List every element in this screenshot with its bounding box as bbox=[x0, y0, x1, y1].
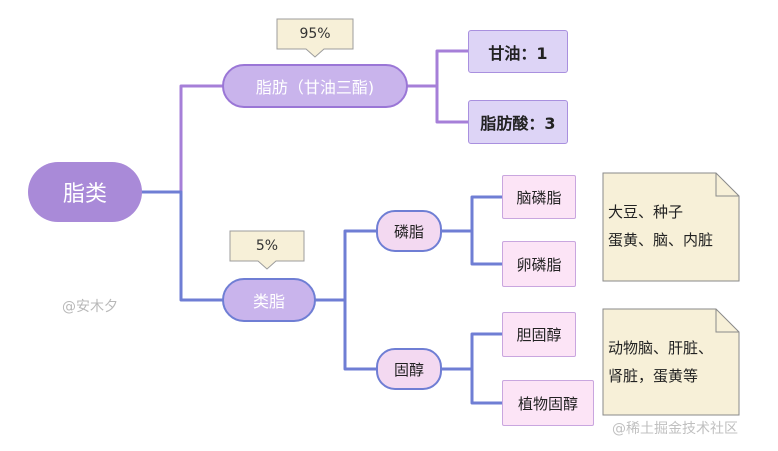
sterol-note-text: 动物脑、肝脏、 肾脏，蛋黄等 bbox=[608, 334, 732, 390]
phytosterol-label: 植物固醇 bbox=[517, 394, 578, 413]
callout-shape bbox=[276, 18, 354, 58]
sterol-note-line: 动物脑、肝脏、 bbox=[608, 339, 714, 357]
sterol-node[interactable]: 固醇 bbox=[376, 348, 442, 390]
note-shape bbox=[602, 308, 740, 416]
connector-sterol-phytosterol bbox=[440, 367, 504, 405]
phytosterol-node[interactable]: 植物固醇 bbox=[502, 380, 594, 426]
cephalin-label: 脑磷脂 bbox=[516, 188, 562, 207]
connector-phospho-lecithin bbox=[440, 229, 504, 266]
connector-root-fat bbox=[140, 84, 224, 194]
lipid-label: 类脂 bbox=[252, 292, 285, 311]
connector-fat-glycerol bbox=[406, 49, 470, 88]
lipid-percentage-callout: 5% bbox=[229, 230, 305, 270]
root-label: 脂类 bbox=[62, 182, 107, 207]
lecithin-node[interactable]: 卵磷脂 bbox=[502, 241, 576, 287]
lipid-node[interactable]: 类脂 bbox=[222, 278, 316, 322]
glycerol-node[interactable]: 甘油：1 bbox=[468, 30, 568, 73]
connector-phospho-cephalin bbox=[440, 195, 504, 233]
phospholipid-note-line: 大豆、种子 bbox=[608, 203, 684, 221]
author-watermark: @安木夕 bbox=[62, 299, 118, 315]
fatty-acid-node[interactable]: 脂肪酸：3 bbox=[468, 100, 568, 144]
sterol-note-line: 肾脏，蛋黄等 bbox=[608, 367, 699, 385]
connector-lipid-phospholipid bbox=[314, 229, 378, 302]
lipid-percentage: 5% bbox=[255, 237, 279, 254]
connector-fat-fattyacid bbox=[406, 84, 470, 124]
fat-node[interactable]: 脂肪（甘油三酯) bbox=[222, 64, 408, 108]
lecithin-label: 卵磷脂 bbox=[516, 255, 562, 274]
fat-label: 脂肪（甘油三酯) bbox=[255, 78, 375, 97]
root-node[interactable]: 脂类 bbox=[28, 162, 142, 222]
callout-shape bbox=[229, 230, 305, 270]
site-watermark: @稀土掘金技术社区 bbox=[612, 421, 738, 437]
phospholipid-label: 磷脂 bbox=[393, 222, 424, 241]
fat-percentage: 95% bbox=[299, 25, 331, 42]
note-shape bbox=[602, 172, 740, 282]
phospholipid-node[interactable]: 磷脂 bbox=[376, 210, 442, 252]
sterol-label: 固醇 bbox=[393, 360, 424, 379]
phospholipid-note-text: 大豆、种子 蛋黄、脑、内脏 bbox=[608, 198, 732, 254]
glycerol-label: 甘油：1 bbox=[488, 43, 548, 63]
connector-root-lipid bbox=[140, 190, 224, 302]
cephalin-node[interactable]: 脑磷脂 bbox=[502, 175, 576, 219]
phospholipid-source-note: 大豆、种子 蛋黄、脑、内脏 bbox=[602, 172, 740, 282]
cholesterol-node[interactable]: 胆固醇 bbox=[502, 312, 576, 357]
connector-sterol-cholesterol bbox=[440, 332, 504, 371]
connector-lipid-sterol bbox=[314, 298, 378, 371]
fat-percentage-callout: 95% bbox=[276, 18, 354, 58]
sterol-source-note: 动物脑、肝脏、 肾脏，蛋黄等 bbox=[602, 308, 740, 416]
fatty-acid-label: 脂肪酸：3 bbox=[480, 114, 556, 133]
phospholipid-note-line: 蛋黄、脑、内脏 bbox=[608, 231, 714, 249]
cholesterol-label: 胆固醇 bbox=[516, 326, 562, 344]
